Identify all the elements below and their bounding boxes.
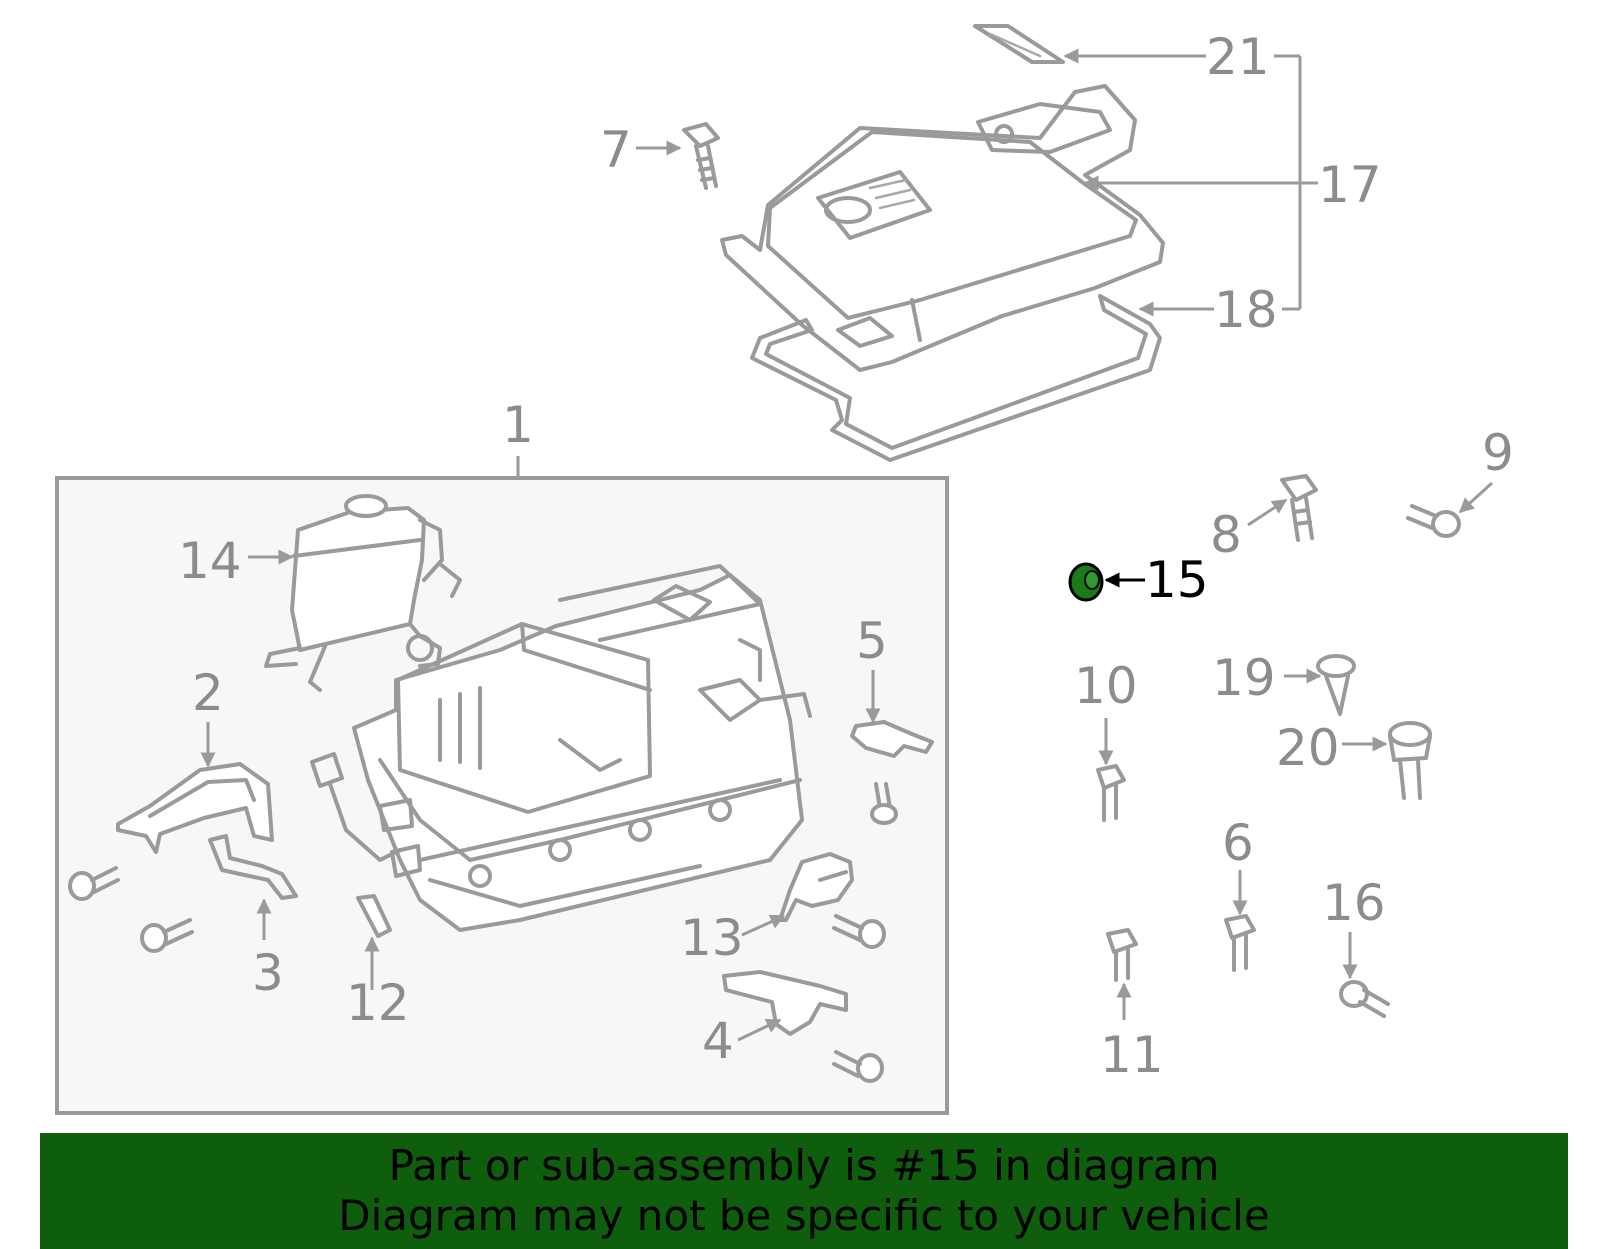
callout-19: 19	[1212, 649, 1276, 707]
bolt-8-part	[1280, 474, 1318, 542]
callout-18: 18	[1214, 281, 1278, 339]
banner-line-1: Part or sub-assembly is #15 in diagram	[388, 1141, 1220, 1190]
info-banner: Part or sub-assembly is #15 in diagram D…	[40, 1133, 1568, 1249]
callout-4: 4	[702, 1012, 734, 1070]
bolt-10-part	[1096, 764, 1126, 822]
callout-21: 21	[1206, 28, 1270, 86]
callout-20: 20	[1276, 719, 1340, 777]
bracket-2-part	[116, 762, 274, 854]
bracket-5-part	[850, 720, 934, 758]
clip-19-part	[1316, 654, 1356, 716]
callout-15: 15	[1145, 551, 1209, 609]
bolt-7-part	[682, 122, 720, 190]
bolt-20-part	[1388, 721, 1432, 800]
banner-line-2: Diagram may not be specific to your vehi…	[338, 1191, 1270, 1240]
callout-17: 17	[1318, 156, 1382, 214]
bolt-near-4-part	[832, 1050, 884, 1083]
highlighted-part-15	[1068, 562, 1104, 602]
sensor-13-part	[778, 852, 854, 922]
bolt-6-part	[1224, 914, 1256, 972]
bolt-near-5-part	[870, 782, 898, 825]
callout-6: 6	[1222, 814, 1254, 872]
callout-14: 14	[178, 532, 242, 590]
callout-8: 8	[1210, 506, 1242, 564]
callout-13: 13	[680, 909, 744, 967]
bolt-near-13-part	[832, 914, 886, 949]
bolt-16-part	[1339, 980, 1390, 1018]
callout-5: 5	[856, 612, 888, 670]
callout-10: 10	[1074, 657, 1138, 715]
callout-3: 3	[252, 944, 284, 1002]
inverter-cover-part	[720, 84, 1165, 372]
bolt-left-upper-part	[68, 866, 120, 901]
bolt-11-part	[1106, 928, 1138, 982]
callout-16: 16	[1322, 874, 1386, 932]
bolt-left-lower-part	[140, 918, 194, 953]
callout-1: 1	[502, 396, 534, 454]
bracket-4-part	[722, 970, 848, 1036]
callout-9: 9	[1482, 424, 1514, 482]
gasket-part	[750, 294, 1162, 462]
callout-12: 12	[346, 974, 410, 1032]
bolt-9-part	[1406, 504, 1461, 538]
label-plate-part	[973, 24, 1065, 64]
callout-11: 11	[1100, 1026, 1164, 1084]
bracket-3-part	[208, 834, 298, 900]
inverter-body-part	[310, 564, 812, 932]
callout-7: 7	[600, 121, 632, 179]
pad-12-part	[356, 894, 392, 938]
reservoir-tank-part	[264, 494, 462, 692]
callout-2: 2	[192, 664, 224, 722]
